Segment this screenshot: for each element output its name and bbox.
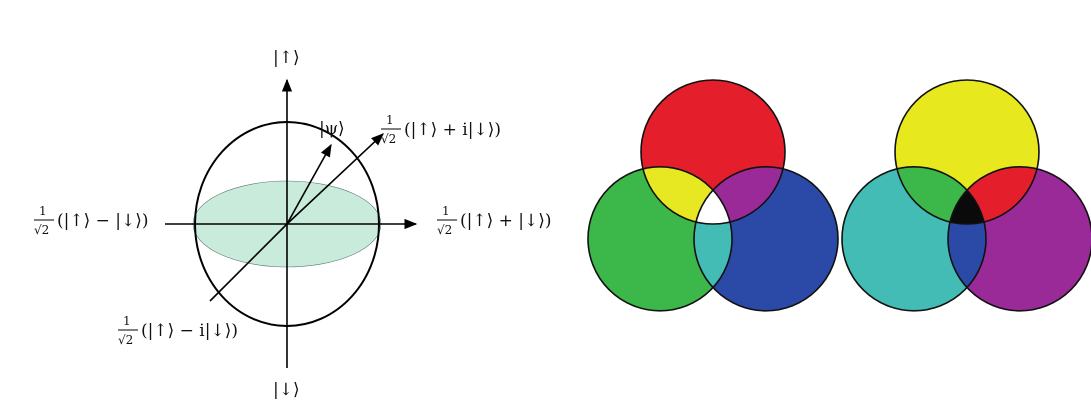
svg-text:√2: √2 bbox=[381, 132, 396, 146]
svg-text:(|↑⟩ + |↓⟩): (|↑⟩ + |↓⟩) bbox=[460, 211, 552, 231]
svg-text:1: 1 bbox=[39, 204, 47, 218]
svg-text:(|↑⟩ + i|↓⟩): (|↑⟩ + i|↓⟩) bbox=[404, 120, 501, 140]
label-minus-i: 1 √2 (|↑⟩ − i|↓⟩) bbox=[118, 314, 238, 347]
sub-outline-right bbox=[947, 166, 1091, 312]
label-minus: 1 √2 (|↑⟩ − |↓⟩) bbox=[34, 204, 149, 237]
svg-text:1: 1 bbox=[386, 113, 394, 127]
add-outline-right bbox=[693, 166, 839, 312]
sub-overlap-top-left bbox=[895, 166, 986, 224]
add-overlap-top-left bbox=[641, 166, 732, 224]
svg-text:(|↑⟩ − |↓⟩): (|↑⟩ − |↓⟩) bbox=[57, 211, 149, 231]
svg-text:1: 1 bbox=[123, 314, 131, 328]
y-axis-arrow bbox=[286, 133, 384, 225]
label-down: |↓⟩ bbox=[273, 380, 300, 400]
label-plus-i: 1 √2 (|↑⟩ + i|↓⟩) bbox=[381, 113, 501, 146]
psi-vector bbox=[286, 143, 332, 225]
svg-text:1: 1 bbox=[442, 204, 450, 218]
add-outline-top bbox=[640, 79, 786, 225]
label-plus: 1 √2 (|↑⟩ + |↓⟩) bbox=[437, 204, 552, 237]
y-axis-back bbox=[209, 223, 288, 302]
svg-text:(|↑⟩ − i|↓⟩): (|↑⟩ − i|↓⟩) bbox=[141, 321, 238, 341]
sub-outline-top bbox=[894, 79, 1040, 225]
svg-text:√2: √2 bbox=[437, 223, 452, 237]
sub-outline-left bbox=[841, 166, 987, 312]
bloch-sphere: |↑⟩ |↓⟩ |ψ⟩ 1 √2 (|↑⟩ + |↓⟩) 1 √2 (|↑⟩ −… bbox=[34, 48, 552, 400]
sub-overlap-top-right bbox=[948, 166, 1039, 224]
svg-text:√2: √2 bbox=[34, 223, 49, 237]
svg-text:√2: √2 bbox=[118, 333, 133, 347]
add-overlap-top-right bbox=[694, 166, 785, 224]
venn-additive bbox=[587, 79, 839, 312]
label-up: |↑⟩ bbox=[273, 48, 300, 68]
label-psi: |ψ⟩ bbox=[319, 119, 345, 139]
venn-subtractive bbox=[841, 79, 1091, 312]
add-outline-left bbox=[587, 166, 733, 312]
